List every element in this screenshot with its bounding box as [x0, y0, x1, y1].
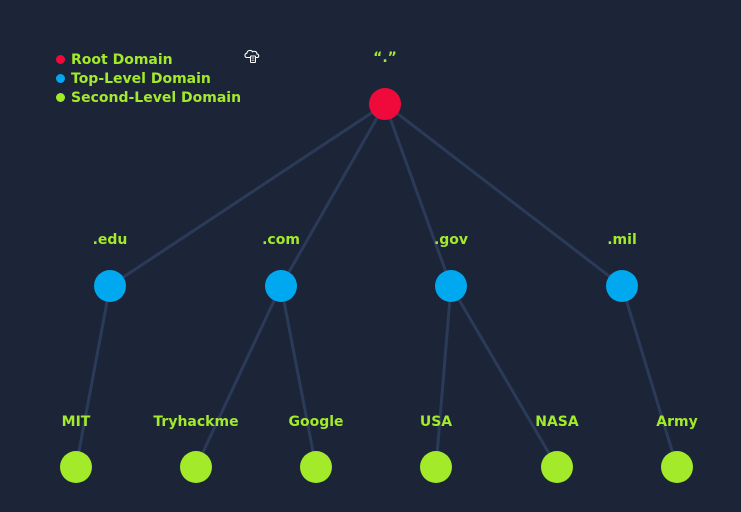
edge-root-mil	[383, 102, 624, 288]
sld-label-mit: MIT	[62, 414, 91, 430]
tld-label-gov: .gov	[434, 232, 468, 248]
sld-node-usa	[420, 451, 452, 483]
legend-dot-root	[56, 55, 65, 64]
tld-node-mil	[606, 270, 638, 302]
legend-dot-sld	[56, 93, 65, 102]
root-domain-label: “.”	[373, 50, 397, 66]
sld-label-usa: USA	[420, 414, 452, 430]
sld-node-tryhackme	[180, 451, 212, 483]
edge-com-google	[279, 284, 318, 469]
edge-root-edu	[108, 102, 387, 288]
sld-node-nasa	[541, 451, 573, 483]
tld-label-com: .com	[262, 232, 300, 248]
edge-mil-army	[620, 284, 679, 469]
edge-gov-nasa	[449, 284, 559, 469]
sld-node-google	[300, 451, 332, 483]
tld-label-mil: .mil	[607, 232, 637, 248]
sld-label-nasa: NASA	[535, 414, 579, 430]
sld-label-google: Google	[288, 414, 343, 430]
legend-item-root: Root Domain	[56, 50, 241, 69]
sld-node-army	[661, 451, 693, 483]
legend-label-sld: Second-Level Domain	[71, 89, 242, 106]
sld-label-army: Army	[656, 414, 697, 430]
edge-gov-usa	[434, 284, 453, 469]
edge-edu-mit	[74, 284, 112, 469]
edge-root-com	[279, 102, 387, 288]
tld-node-com	[265, 270, 297, 302]
edges	[74, 102, 679, 469]
legend-dot-tld	[56, 74, 65, 83]
cloud-server-icon	[244, 49, 260, 63]
legend: Root Domain Top-Level Domain Second-Leve…	[56, 50, 241, 107]
sld-label-tryhackme: Tryhackme	[153, 414, 238, 430]
legend-item-sld: Second-Level Domain	[56, 88, 241, 107]
legend-item-tld: Top-Level Domain	[56, 69, 241, 88]
sld-node-mit	[60, 451, 92, 483]
edge-com-tryhackme	[194, 284, 283, 469]
tld-node-gov	[435, 270, 467, 302]
tld-node-edu	[94, 270, 126, 302]
legend-label-root: Root Domain	[71, 51, 173, 68]
root-domain-node	[369, 88, 401, 120]
edge-root-gov	[383, 102, 453, 288]
legend-label-tld: Top-Level Domain	[71, 70, 211, 87]
tld-label-edu: .edu	[93, 232, 128, 248]
